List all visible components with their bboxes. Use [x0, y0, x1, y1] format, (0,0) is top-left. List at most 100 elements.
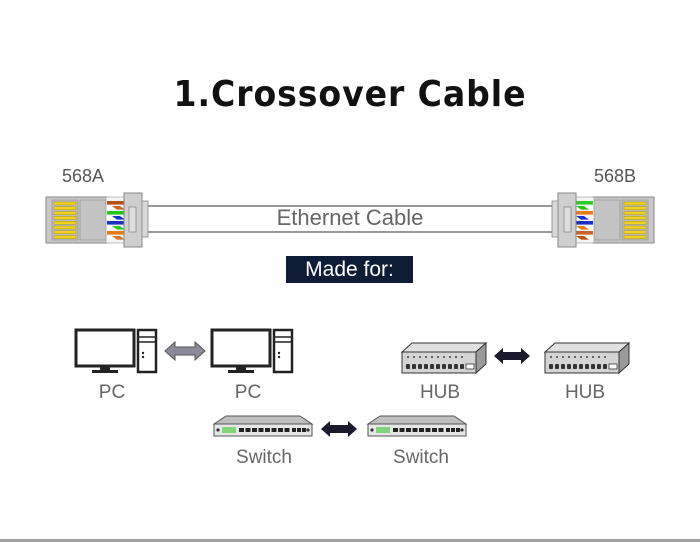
hub-port [585, 364, 589, 369]
switch-icon-left [212, 415, 314, 437]
hub-uplink [465, 363, 475, 370]
rj45-connector-right [551, 192, 655, 248]
hub-led [431, 356, 433, 358]
hub-port [406, 364, 410, 369]
switch-port [265, 428, 270, 432]
hub-port [430, 364, 434, 369]
wire [571, 221, 593, 225]
hub-led [461, 356, 463, 358]
switch-top [212, 415, 314, 425]
cable-label: Ethernet Cable [276, 205, 424, 230]
switch-port [258, 428, 264, 432]
wire [571, 231, 593, 235]
hub-led [407, 356, 409, 358]
wire-stripe [112, 206, 125, 210]
pc-icon-left [74, 328, 158, 374]
switch-status-led [222, 427, 236, 433]
hub-port [424, 364, 428, 369]
switch-port [432, 428, 437, 432]
wire [107, 201, 129, 205]
hub-led [568, 356, 570, 358]
bidirectional-arrow-hub [494, 348, 530, 364]
hub-led [413, 356, 415, 358]
hub-port [418, 364, 422, 369]
hub-led [598, 356, 600, 358]
contact-pin [53, 201, 77, 206]
switch-uplink-port [302, 428, 306, 432]
switch-screw [370, 428, 374, 432]
device-label-switch-left: Switch [236, 447, 292, 468]
switch-port [425, 428, 431, 432]
switch-port [252, 428, 257, 432]
hub-led [556, 356, 558, 358]
hub-port [573, 364, 577, 369]
hub-front [544, 351, 620, 374]
wire [107, 211, 129, 215]
switch-uplink-port [446, 428, 450, 432]
pc-icon-right [210, 328, 294, 374]
crossover-cable-diagram [45, 192, 655, 248]
hub-led [574, 356, 576, 358]
hub-port [460, 364, 464, 369]
contact-pin [53, 235, 77, 239]
contact-pin [53, 230, 77, 234]
switch-icon-right [366, 415, 468, 437]
wire-stripe [112, 226, 125, 230]
hub-port [555, 364, 559, 369]
contact-pin [623, 201, 647, 206]
bidirectional-arrow-switch [321, 421, 357, 437]
switch-port [245, 428, 251, 432]
contact-pin [623, 230, 647, 234]
contact-pin [53, 221, 77, 225]
contact-pin [53, 211, 77, 215]
contact-pin [623, 221, 647, 225]
contact-pin [623, 216, 647, 220]
hub-led [550, 356, 552, 358]
hub-led [580, 356, 582, 358]
hub-top [543, 342, 631, 353]
device-label-switch-right: Switch [393, 447, 449, 468]
switch-uplink-port [297, 428, 301, 432]
contacts-right [623, 201, 647, 239]
switch-port [406, 428, 411, 432]
hub-led [437, 356, 439, 358]
wire-stripe [576, 226, 589, 230]
switch-screw [460, 428, 464, 432]
hub-top [400, 342, 488, 353]
hub-front [401, 351, 477, 374]
wire [571, 201, 593, 205]
switch-port [271, 428, 277, 432]
hub-port [597, 364, 601, 369]
standard-label-left: 568A [62, 166, 105, 186]
hub-icon-right [543, 341, 631, 375]
wire-stripe [112, 236, 125, 240]
hub-port [561, 364, 565, 369]
cable-body [148, 205, 554, 233]
switch-port [412, 428, 418, 432]
hub-led [455, 356, 457, 358]
wires-left [107, 201, 129, 240]
switch-port [278, 428, 283, 432]
hub-led [419, 356, 421, 358]
switch-port [284, 428, 290, 432]
contact-pin [53, 216, 77, 220]
switch-port [239, 428, 244, 432]
hub-port [567, 364, 571, 369]
contact-pin [53, 206, 77, 210]
contact-pin [53, 225, 77, 230]
hub-port [591, 364, 595, 369]
hub-led [586, 356, 588, 358]
hub-port [442, 364, 446, 369]
switch-port [419, 428, 424, 432]
switch-uplink-port [292, 428, 296, 432]
hub-led [562, 356, 564, 358]
hub-led [592, 356, 594, 358]
wire [107, 221, 129, 225]
rj45-connector-left [45, 192, 149, 248]
hub-port [448, 364, 452, 369]
wires-right [571, 201, 593, 240]
made-for-banner: Made for: [286, 256, 413, 283]
switch-uplink-port [451, 428, 455, 432]
switch-screw [216, 428, 220, 432]
hub-led [604, 356, 606, 358]
